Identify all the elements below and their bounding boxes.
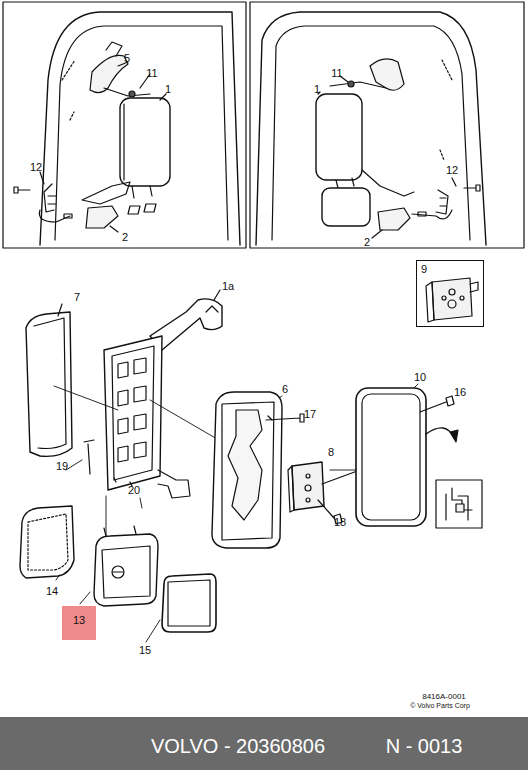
- highlight-box: 13: [62, 606, 96, 640]
- callout-number: 15: [139, 644, 151, 656]
- callout-number: 11: [146, 67, 157, 79]
- callout-number: 2: [364, 236, 370, 248]
- callout-number: 1: [165, 83, 171, 95]
- callout-number: 11: [331, 67, 342, 79]
- part-reference: VOLVO - 20360806: [151, 735, 325, 757]
- footer-band: VOLVO - 20360806 N - 0013: [0, 717, 528, 770]
- callout-number: 6: [282, 383, 288, 395]
- callout-number: 12: [446, 164, 458, 176]
- callout-number: 2: [122, 231, 128, 243]
- callout-number: 9: [421, 263, 427, 275]
- left-view-drawing: [14, 12, 240, 245]
- mirror-cover-drawing: [26, 304, 72, 456]
- inset-drawing: [426, 278, 478, 322]
- part-reference: N - 0013: [386, 735, 463, 757]
- callout-number: 7: [74, 291, 80, 303]
- callout-number: 20: [128, 484, 140, 496]
- lower-mirror-housing-drawing: [94, 526, 158, 606]
- drawing-reference: © Volvo Parts Corp: [410, 702, 470, 710]
- callout-number: 16: [454, 386, 466, 398]
- mirror-frame-drawing: [212, 392, 304, 548]
- lower-cover-drawing: [20, 506, 74, 578]
- main-mirror-glass-drawing: [356, 388, 482, 528]
- right-view-drawing: [256, 12, 486, 245]
- inset-box: 9: [416, 260, 484, 327]
- drawing-reference: 8416A-0001: [422, 693, 466, 702]
- mirror-housing-drawing: [104, 290, 222, 498]
- callout-number: 14: [46, 585, 58, 597]
- callout-number: 1: [314, 83, 320, 95]
- lower-mirror-glass-drawing: [162, 574, 216, 632]
- view-panel: 5111122: [3, 2, 246, 248]
- screws: [84, 416, 272, 474]
- callout-number: 13: [73, 614, 85, 626]
- callout-number: 5: [124, 52, 130, 64]
- callout-number: 1a: [222, 280, 234, 292]
- callout-number: 18: [334, 516, 346, 528]
- callout-number: 8: [328, 446, 334, 458]
- callout-number: 12: [30, 161, 42, 173]
- adjuster-plate-drawing: [288, 462, 360, 524]
- callout-number: 19: [56, 460, 68, 472]
- callout-number: 10: [414, 371, 426, 383]
- view-panel: 111122: [250, 2, 524, 248]
- callout-number: 17: [304, 408, 316, 420]
